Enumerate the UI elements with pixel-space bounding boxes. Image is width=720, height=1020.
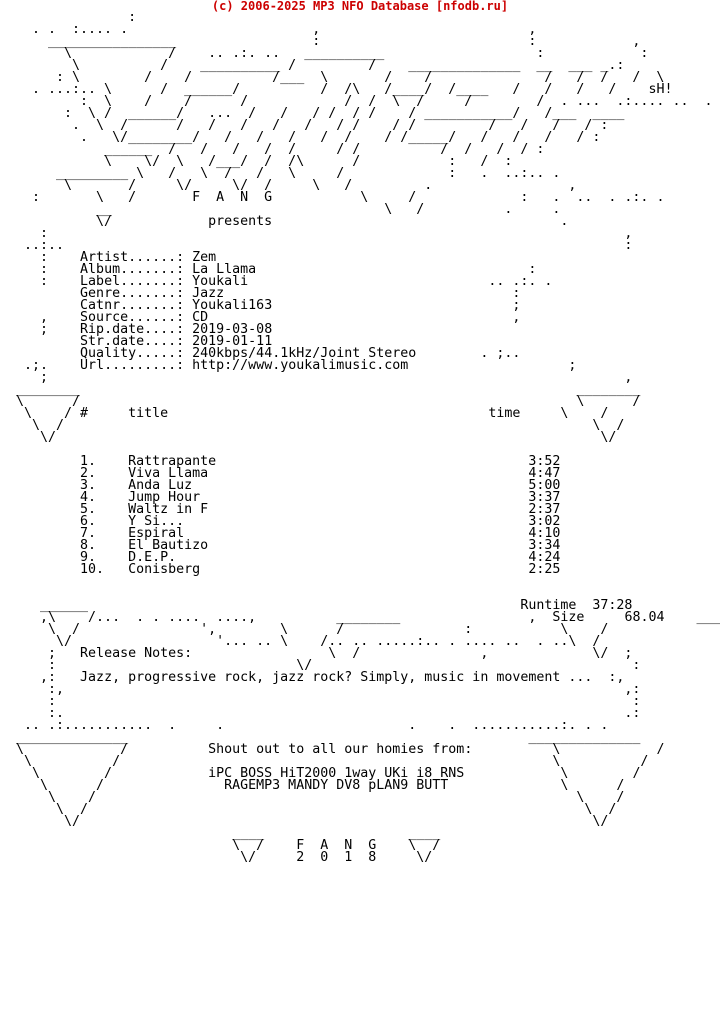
group-name: F A N G <box>192 190 273 205</box>
track-number: 9. <box>80 550 97 565</box>
runtime-value: 37:28 <box>592 598 633 613</box>
track-title: Anda Luz <box>128 478 193 493</box>
genre-value: Jazz <box>192 286 225 301</box>
ripdate-label: Rip.date....: <box>80 322 185 337</box>
track-title: Espiral <box>128 526 185 541</box>
track-number: 2. <box>80 466 97 481</box>
track-number: 10. <box>80 562 105 577</box>
sh-signature: sH! <box>648 82 673 97</box>
greets-heading: Shout out to all our homies from: <box>208 742 473 757</box>
url-value: http://www.youkalimusic.com <box>192 358 409 373</box>
track-title: Jump Hour <box>128 490 201 505</box>
nfo-document: : . . :.... . , , ________________ : : ,… <box>16 10 720 865</box>
col-num-header: # <box>80 406 89 421</box>
genre-label: Genre.......: <box>80 286 185 301</box>
greets-line1: iPC BOSS HiT2000 1way UKi i8 RNS <box>208 766 465 781</box>
artist-label: Artist......: <box>80 250 185 265</box>
notes-text: Jazz, progressive rock, jazz rock? Simpl… <box>80 670 593 685</box>
track-title: Viva Llama <box>128 466 209 481</box>
strdate-value: 2019-01-11 <box>192 334 273 349</box>
track-row: 2. Viva Llama 4:47 <box>16 466 560 481</box>
track-number: 6. <box>80 514 97 529</box>
track-row: 3. Anda Luz 5:00 <box>16 478 560 493</box>
catnr-label: Catnr.......: <box>80 298 185 313</box>
ascii-spacer-b: \/ <box>16 214 209 229</box>
track-time: 3:52 <box>528 454 561 469</box>
track-row: 9. D.E.P. 4:24 <box>16 550 560 565</box>
track-row: 1. Rattrapante 3:52 <box>16 454 560 469</box>
track-number: 5. <box>80 502 97 517</box>
ascii-spacer-c: . : , ..:.. : : <box>24 214 633 265</box>
track-row: 4. Jump Hour 3:37 <box>16 490 560 505</box>
ascii-spacer: \ / : . .. . .:. . __ \ / . . <box>96 190 665 217</box>
quality-value: 240kbps/44.1kHz/Joint Stereo <box>192 346 417 361</box>
track-title: Rattrapante <box>128 454 217 469</box>
track-title: El Bautizo <box>128 538 209 553</box>
track-time: 3:02 <box>528 514 561 529</box>
track-time: 2:25 <box>528 562 561 577</box>
track-number: 1. <box>80 454 97 469</box>
col-time-header: time <box>488 406 521 421</box>
footer-group: F A N G <box>296 838 377 853</box>
greets-line2: RAGEMP3 MANDY DV8 pLAN9 BUTT <box>224 778 449 793</box>
source-label: Source......: <box>80 310 185 325</box>
quality-label: Quality.....: <box>80 346 185 361</box>
runtime-label: Runtime <box>520 598 577 613</box>
track-title: Y Si... <box>128 514 185 529</box>
track-title: D.E.P. <box>128 550 177 565</box>
track-title: Waltz in F <box>128 502 209 517</box>
footer-year: 2 0 1 8 <box>296 850 377 865</box>
track-time: 3:37 <box>528 490 561 505</box>
album-label: Album.......: <box>80 262 185 277</box>
label-label: Label.......: <box>80 274 185 289</box>
source-value: CD <box>192 310 209 325</box>
strdate-label: Str.date....: <box>80 334 185 349</box>
track-time: 4:47 <box>528 466 561 481</box>
track-list: 1. Rattrapante 3:52 2. Viva Llama 4:47 3… <box>16 454 560 577</box>
ripdate-value: 2019-03-08 <box>192 322 273 337</box>
track-number: 4. <box>80 490 97 505</box>
ascii-logo-2: : \ / / / / / \ / / / . ... .:.... .. . … <box>32 94 713 205</box>
artist-value: Zem <box>192 250 217 265</box>
track-row: 8. El Bautizo 3:34 <box>16 538 560 553</box>
presents-label: presents <box>208 214 273 229</box>
copyright-header: (c) 2006-2025 MP3 NFO Database [nfodb.ru… <box>211 0 509 13</box>
track-time: 4:24 <box>528 550 561 565</box>
track-number: 8. <box>80 538 97 553</box>
track-row: 6. Y Si... 3:02 <box>16 514 560 529</box>
size-label: Size <box>552 610 585 625</box>
url-label: Url.........: <box>80 358 185 373</box>
size-value: 68.04 <box>624 610 665 625</box>
track-time: 2:37 <box>528 502 561 517</box>
col-title-header: title <box>128 406 169 421</box>
track-number: 7. <box>80 526 97 541</box>
label-value: Youkali <box>192 274 249 289</box>
track-row: 7. Espiral 4:10 <box>16 526 560 541</box>
catnr-value: Youkali163 <box>192 298 273 313</box>
track-row: 5. Waltz in F 2:37 <box>16 502 560 517</box>
track-number: 3. <box>80 478 97 493</box>
track-time: 3:34 <box>528 538 561 553</box>
track-row: 10. Conisberg 2:25 <box>16 562 560 577</box>
album-value: La Llama <box>192 262 257 277</box>
track-time: 4:10 <box>528 526 561 541</box>
notes-heading: Release Notes: <box>80 646 193 661</box>
track-title: Conisberg <box>128 562 201 577</box>
track-time: 5:00 <box>528 478 561 493</box>
ascii-logo: : . . :.... . , , ________________ : : ,… <box>32 10 665 97</box>
